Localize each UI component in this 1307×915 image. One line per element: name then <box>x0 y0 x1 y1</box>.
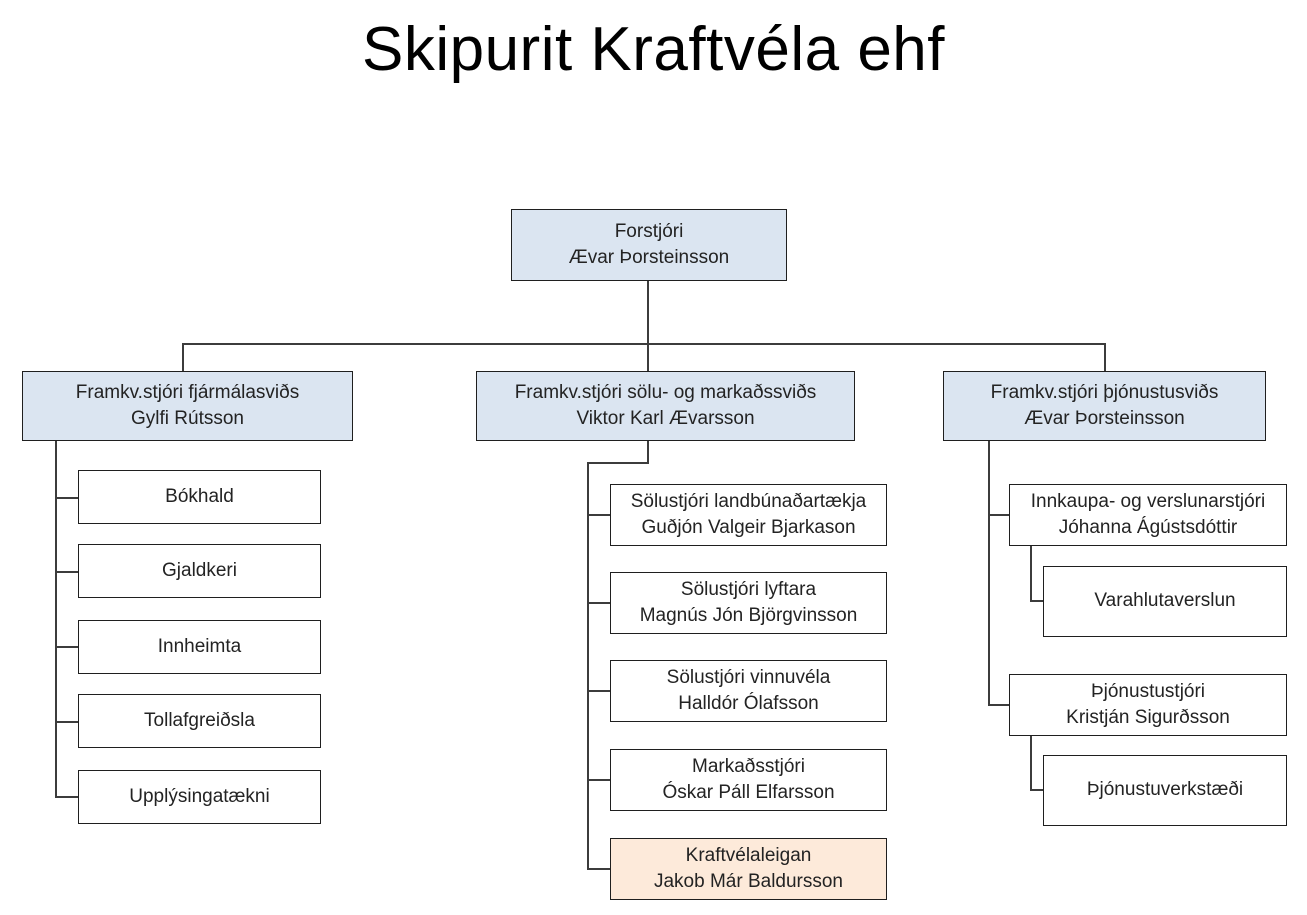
connector-drop-left <box>182 343 184 372</box>
connector-sales-jog-down <box>647 441 649 464</box>
org-node-solustjori-landbunadartaekja: Sölustjóri landbúnaðartækja Guðjón Valge… <box>610 484 887 546</box>
person-name: Halldór Ólafsson <box>678 693 819 714</box>
org-node-solustjori-vinnuvela: Sölustjóri vinnuvéla Halldór Ólafsson <box>610 660 887 722</box>
connector-drop-right <box>1104 343 1106 372</box>
org-node-thjonustustjori: Þjónustustjóri Kristján Sigurðsson <box>1009 674 1287 736</box>
org-node-bokhald: Bókhald <box>78 470 321 524</box>
role-label: Þjónustustjóri <box>1090 680 1206 702</box>
connector-main-horizontal <box>182 343 1105 345</box>
connector-sales-stub-1 <box>587 514 610 516</box>
org-node-kraftvelaleigan: Kraftvélaleigan Jakob Már Baldursson <box>610 838 887 900</box>
person-name: Guðjón Valgeir Bjarkason <box>641 517 856 538</box>
role-label: Forstjóri <box>614 220 684 242</box>
unit-label: Gjaldkeri <box>162 559 237 581</box>
person-name: Kristján Sigurðsson <box>1066 707 1230 728</box>
chart-title: Skipurit Kraftvéla ehf <box>361 15 946 84</box>
person-name: Ævar Þorsteinsson <box>568 247 730 268</box>
connector-varahlutaverslun-down <box>1030 546 1032 602</box>
connector-varahlutaverslun-stub <box>1030 600 1043 602</box>
connector-sales-trunk <box>587 462 589 870</box>
connector-finance-stub-2 <box>55 571 78 573</box>
unit-label: Varahlutaverslun <box>1094 590 1236 612</box>
connector-thjonustuverkstaedi-down <box>1030 736 1032 791</box>
connector-service-stub-2 <box>988 704 1009 706</box>
connector-thjonustuverkstaedi-stub <box>1030 789 1043 791</box>
person-name: Magnús Jón Björgvinsson <box>639 605 858 626</box>
connector-finance-stub-4 <box>55 721 78 723</box>
connector-root-down <box>647 281 649 343</box>
connector-sales-stub-5 <box>587 868 610 870</box>
unit-label: Tollafgreiðsla <box>144 709 255 731</box>
role-label: Sölustjóri vinnuvéla <box>666 666 831 688</box>
role-label: Markaðsstjóri <box>692 755 805 777</box>
org-node-branch-finance: Framkv.stjóri fjármálasviðs Gylfi Rútsso… <box>22 371 353 441</box>
connector-service-stub-1 <box>988 514 1009 516</box>
connector-finance-trunk <box>55 441 57 798</box>
role-label: Sölustjóri lyftara <box>680 578 817 600</box>
org-node-thjonustuverkstaedi: Þjónustuverkstæði <box>1043 755 1287 826</box>
connector-service-trunk <box>988 441 990 706</box>
unit-label: Bókhald <box>165 485 234 507</box>
org-node-innheimta: Innheimta <box>78 620 321 674</box>
role-label: Sölustjóri landbúnaðartækja <box>630 490 867 512</box>
org-node-branch-service: Framkv.stjóri þjónustusviðs Ævar Þorstei… <box>943 371 1266 441</box>
role-label: Framkv.stjóri sölu- og markaðssviðs <box>514 381 817 403</box>
person-name: Jóhanna Ágústsdóttir <box>1058 517 1238 538</box>
org-node-gjaldkeri: Gjaldkeri <box>78 544 321 598</box>
org-node-upplysingataekni: Upplýsingatækni <box>78 770 321 824</box>
connector-finance-stub-5 <box>55 796 78 798</box>
unit-label: Þjónustuverkstæði <box>1086 779 1244 801</box>
person-name: Gylfi Rútsson <box>131 408 244 429</box>
role-label: Framkv.stjóri fjármálasviðs <box>75 381 300 403</box>
connector-finance-stub-3 <box>55 646 78 648</box>
unit-label: Innheimta <box>157 635 242 657</box>
person-name: Óskar Páll Elfarsson <box>662 782 835 803</box>
org-node-varahlutaverslun: Varahlutaverslun <box>1043 566 1287 637</box>
org-node-innkaupastjori: Innkaupa- og verslunarstjóri Jóhanna Ágú… <box>1009 484 1287 546</box>
org-node-markadsstjori: Markaðsstjóri Óskar Páll Elfarsson <box>610 749 887 811</box>
role-label: Kraftvélaleigan <box>685 844 812 866</box>
role-label: Innkaupa- og verslunarstjóri <box>1030 490 1266 512</box>
person-name: Viktor Karl Ævarsson <box>576 408 755 429</box>
person-name: Ævar Þorsteinsson <box>1024 408 1185 429</box>
role-label: Framkv.stjóri þjónustusviðs <box>990 381 1219 403</box>
unit-label: Upplýsingatækni <box>129 785 270 807</box>
org-node-branch-sales: Framkv.stjóri sölu- og markaðssviðs Vikt… <box>476 371 855 441</box>
connector-sales-stub-3 <box>587 690 610 692</box>
connector-sales-stub-4 <box>587 779 610 781</box>
person-name: Jakob Már Baldursson <box>653 871 844 892</box>
org-node-tollafgreidsla: Tollafgreiðsla <box>78 694 321 748</box>
org-node-root: Forstjóri Ævar Þorsteinsson <box>511 209 787 281</box>
connector-finance-stub-1 <box>55 497 78 499</box>
org-node-solustjori-lyftara: Sölustjóri lyftara Magnús Jón Björgvinss… <box>610 572 887 634</box>
connector-sales-stub-2 <box>587 602 610 604</box>
connector-drop-middle <box>647 343 649 372</box>
connector-sales-jog-across <box>587 462 648 464</box>
